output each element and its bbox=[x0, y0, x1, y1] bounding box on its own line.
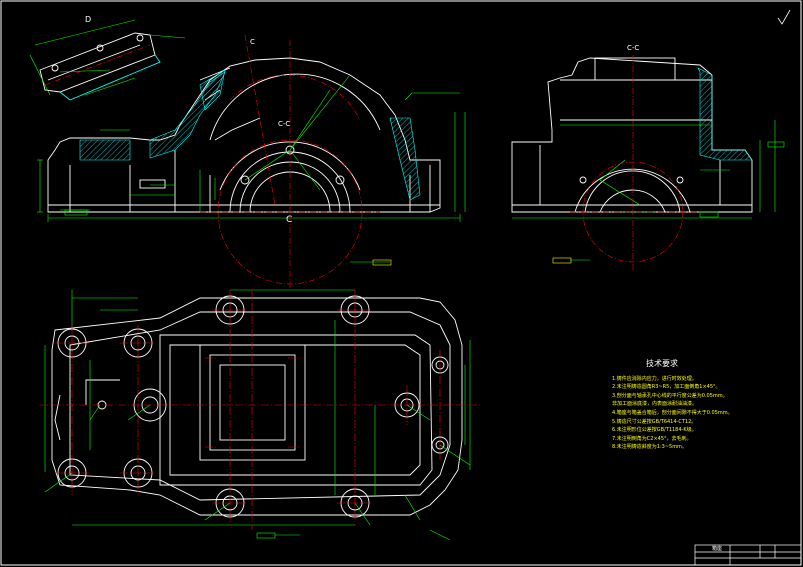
side-view bbox=[511, 57, 753, 213]
detail-d-dims bbox=[29, 19, 186, 96]
section-cc-label-mid: C-C bbox=[278, 120, 290, 128]
view-d-label: D bbox=[85, 15, 91, 24]
note-line: 2.未注明铸造圆角R3~R5，加工面倒角1×45°。 bbox=[612, 384, 721, 391]
note-line: 4.箱座与箱盖合箱后，剖分面间隙不得大于0.05mm。 bbox=[612, 409, 733, 416]
note-line: 5.铸造尺寸公差按GB/T6414-CT12。 bbox=[612, 418, 697, 425]
note-line: 1.铸件应消除内应力，进行时效处理。 bbox=[612, 375, 697, 382]
front-view bbox=[47, 57, 441, 213]
note-line: 6.未注明形位公差按GB/T1184-K级。 bbox=[612, 427, 697, 434]
note-line: 7.未注明倒角为C2×45°，去毛刺。 bbox=[612, 435, 692, 442]
front-view-dimensions bbox=[37, 74, 466, 266]
note-line: 3.剖分面与轴承孔中心线的平行度公差为0.05mm。 bbox=[612, 392, 728, 399]
technical-requirements-title: 技术要求 bbox=[646, 359, 678, 368]
plan-view-centerlines bbox=[40, 290, 480, 530]
roughness-symbol bbox=[777, 9, 791, 25]
side-view-centerlines bbox=[570, 55, 700, 270]
section-c-label-top: C bbox=[250, 38, 255, 46]
plan-view bbox=[51, 295, 463, 518]
side-view-hatches bbox=[697, 67, 753, 161]
detail-d bbox=[39, 32, 161, 101]
section-cc-label-top: C-C bbox=[627, 44, 639, 52]
note-line: 8.未注明铸造斜度为1:3~5mm。 bbox=[612, 444, 687, 451]
note-line: 非加工面涂底漆，内表面涂耐油油漆。 bbox=[612, 401, 698, 408]
detail-d-centerline bbox=[44, 44, 151, 86]
front-view-hatches bbox=[79, 69, 421, 201]
title-block-name: 箱座 bbox=[712, 546, 723, 552]
plan-view-dimensions bbox=[44, 289, 471, 541]
section-c-label-bottom: C bbox=[286, 215, 292, 225]
front-view-centerlines bbox=[200, 34, 380, 290]
title-block bbox=[694, 544, 802, 566]
technical-requirements: 技术要求 1.铸件应消除内应力，进行时效处理。 2.未注明铸造圆角R3~R5，加… bbox=[612, 359, 792, 452]
side-view-dimensions bbox=[512, 120, 785, 264]
